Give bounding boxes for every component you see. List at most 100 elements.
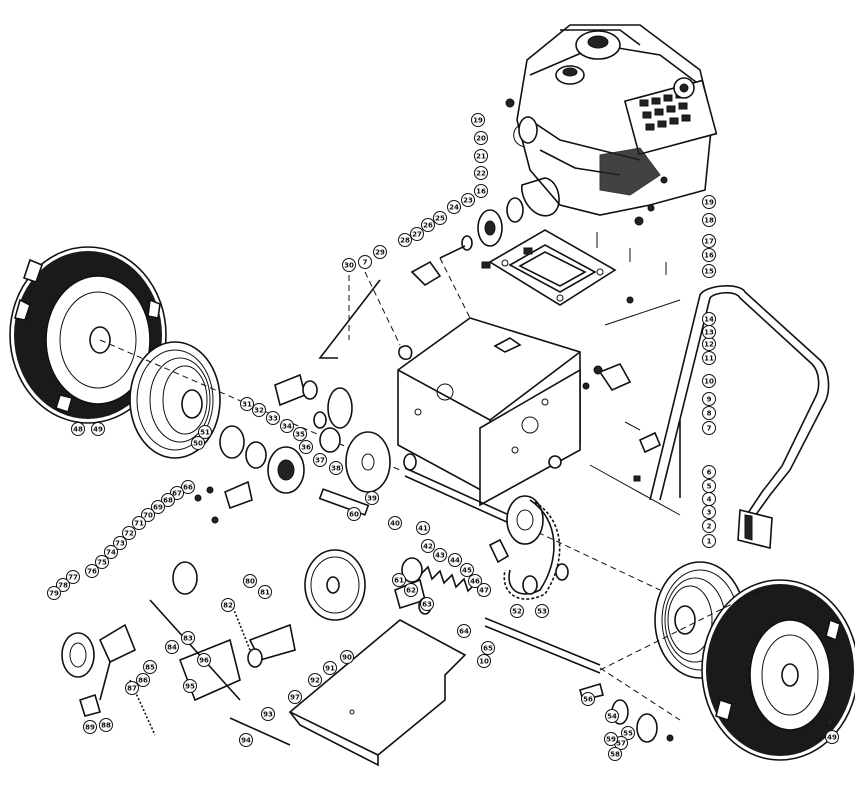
callout-circle — [702, 351, 716, 365]
callout-number: 76 — [87, 568, 97, 576]
callout-number: 69 — [153, 504, 163, 512]
left-wheel — [9, 246, 167, 424]
callout-c39: 39 — [365, 491, 379, 505]
callout-c78: 78 — [56, 578, 70, 592]
callout-circle — [340, 650, 354, 664]
callout-number: 94 — [241, 737, 251, 745]
callout-number: 25 — [435, 215, 445, 223]
callout-c52: 52 — [510, 604, 524, 618]
callout-number: 8 — [707, 410, 712, 418]
callout-circle — [702, 421, 716, 435]
callout-number: 58 — [610, 751, 620, 759]
callout-c18: 18 — [702, 213, 716, 227]
callout-circle — [702, 248, 716, 262]
callout-circle — [702, 465, 716, 479]
callout-c13: 13 — [702, 325, 716, 339]
callout-number: 16 — [476, 188, 486, 196]
callout-c28: 28 — [398, 233, 412, 247]
callout-circle — [122, 526, 136, 540]
callout-number: 72 — [124, 530, 134, 538]
callout-c37: 37 — [313, 453, 327, 467]
callout-number: 52 — [512, 608, 522, 616]
callout-c76: 76 — [85, 564, 99, 578]
callout-c32: 32 — [252, 403, 266, 417]
callout-c84: 84 — [165, 640, 179, 654]
callout-circle — [313, 453, 327, 467]
callout-c88: 88 — [99, 718, 113, 732]
callout-circle — [299, 440, 313, 454]
engine-assembly — [505, 24, 718, 226]
callout-circle — [56, 578, 70, 592]
callout-number: 14 — [704, 316, 714, 324]
callout-c26: 26 — [421, 218, 435, 232]
callout-c17: 17 — [702, 234, 716, 248]
callout-c16b: 16 — [474, 184, 488, 198]
callout-number: 78 — [58, 582, 68, 590]
callout-number: 90 — [342, 654, 352, 662]
callout-circle — [198, 425, 212, 439]
callout-circle — [460, 563, 474, 577]
callout-c1: 1 — [702, 534, 716, 548]
callout-c56: 56 — [581, 692, 595, 706]
callout-number: 29 — [375, 249, 385, 257]
callout-labels: 1234567891011121314151617181919202122162… — [47, 113, 839, 761]
callout-c72: 72 — [122, 526, 136, 540]
callout-c73: 73 — [113, 536, 127, 550]
callout-c50: 50 — [191, 436, 205, 450]
callout-circle — [702, 406, 716, 420]
callout-number: 26 — [423, 222, 433, 230]
callout-number: 21 — [476, 153, 486, 161]
callout-circle — [288, 690, 302, 704]
callout-circle — [143, 660, 157, 674]
callout-c85: 85 — [143, 660, 157, 674]
callout-c71: 71 — [132, 516, 146, 530]
callout-number: 97 — [290, 694, 300, 702]
callout-c41: 41 — [416, 521, 430, 535]
callout-number: 12 — [704, 341, 714, 349]
callout-circle — [141, 508, 155, 522]
callout-number: 43 — [435, 552, 445, 560]
callout-circle — [239, 733, 253, 747]
callout-number: 34 — [282, 423, 292, 431]
callout-number: 55 — [623, 730, 633, 738]
callout-c23: 23 — [461, 193, 475, 207]
callout-c5: 5 — [702, 479, 716, 493]
callout-c53: 53 — [535, 604, 549, 618]
callout-circle — [605, 709, 619, 723]
callout-circle — [125, 681, 139, 695]
callout-number: 15 — [704, 268, 714, 276]
callout-circle — [581, 692, 595, 706]
callout-c81: 81 — [258, 585, 272, 599]
callout-circle — [481, 641, 495, 655]
callout-circle — [702, 234, 716, 248]
callout-circle — [477, 583, 491, 597]
callout-c80: 80 — [243, 574, 257, 588]
callout-circle — [702, 519, 716, 533]
callout-number: 79 — [49, 590, 59, 598]
callout-number: 64 — [459, 628, 469, 636]
callout-number: 70 — [143, 512, 153, 520]
callout-c47: 47 — [477, 583, 491, 597]
callout-circle — [365, 491, 379, 505]
callout-c97: 97 — [288, 690, 302, 704]
callout-c63: 63 — [420, 597, 434, 611]
callout-c31: 31 — [240, 397, 254, 411]
callout-c91: 91 — [323, 661, 337, 675]
engine-mount-plate — [481, 229, 667, 306]
callout-number: 16 — [704, 252, 714, 260]
callout-number: 57 — [616, 740, 626, 748]
callout-c75: 75 — [95, 555, 109, 569]
callout-number: 3 — [707, 509, 712, 517]
callout-c49b: 49 — [825, 730, 839, 744]
callout-number: 42 — [423, 543, 433, 551]
callout-circle — [243, 574, 257, 588]
callout-circle — [358, 255, 372, 269]
callout-number: 2 — [707, 523, 712, 531]
callout-circle — [474, 184, 488, 198]
callout-number: 56 — [583, 696, 593, 704]
axle-shafts — [404, 467, 681, 721]
callout-number: 7 — [363, 259, 368, 267]
callout-number: 17 — [704, 238, 714, 246]
callout-c83: 83 — [181, 631, 195, 645]
callout-circle — [461, 193, 475, 207]
